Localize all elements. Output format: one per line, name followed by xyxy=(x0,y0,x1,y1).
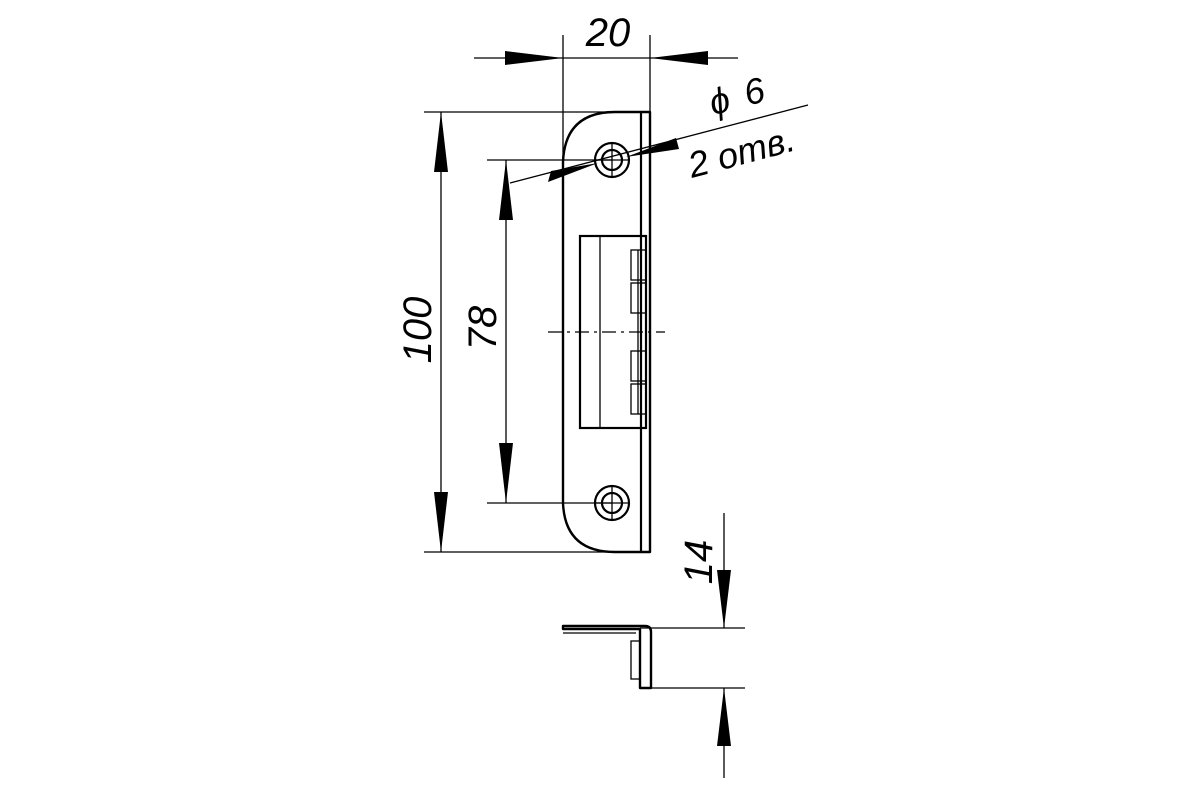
diameter-symbol: ϕ xyxy=(704,78,734,123)
hole-diameter-leader: ϕ 6 2 отв. xyxy=(509,69,809,186)
dimension-width-label: 20 xyxy=(585,11,631,55)
hole-count-label: 2 отв. xyxy=(682,118,799,186)
dimension-width: 20 xyxy=(474,11,738,162)
dimension-height-total-label: 100 xyxy=(396,297,440,364)
hole-diameter-label: ϕ 6 xyxy=(704,69,770,123)
dimension-hole-spacing: 78 xyxy=(461,159,612,504)
dimension-height-total: 100 xyxy=(396,111,615,553)
side-view xyxy=(561,624,653,690)
dimension-hole-spacing-label: 78 xyxy=(461,305,505,350)
front-view xyxy=(548,110,665,554)
dimension-depth-label: 14 xyxy=(677,540,721,585)
dimension-depth: 14 xyxy=(640,513,745,778)
diameter-value: 6 xyxy=(739,69,770,114)
profile-tab xyxy=(630,640,641,680)
